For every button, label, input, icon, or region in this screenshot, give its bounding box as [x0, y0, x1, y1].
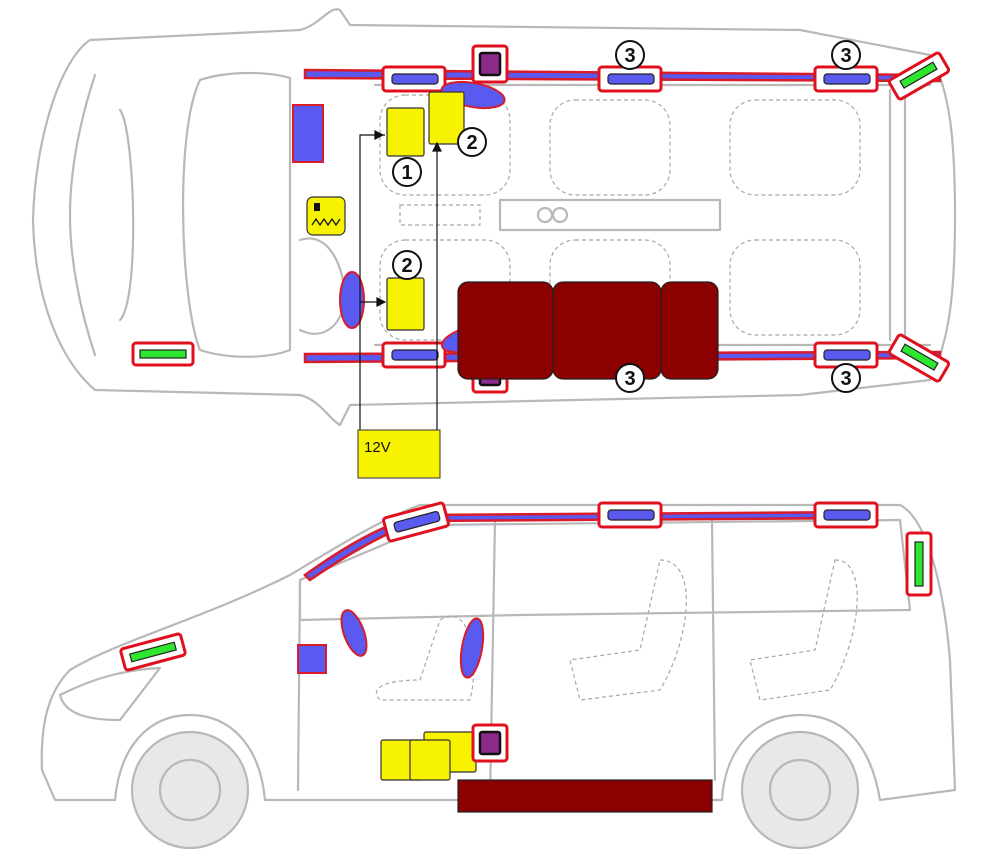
- svg-text:3: 3: [840, 45, 851, 67]
- rear-bench-seat-side: [457, 779, 713, 813]
- driver-airbag: [292, 104, 324, 163]
- callout-3d: 3: [831, 363, 861, 393]
- svg-text:3: 3: [624, 45, 635, 67]
- tensioner-unit: [306, 196, 346, 236]
- control-units-top: [306, 91, 465, 331]
- callout-2b: 2: [392, 250, 422, 280]
- driver-airbag-side: [297, 644, 327, 674]
- sensor-module-side: [478, 730, 502, 756]
- side-airbag-front-door: [340, 609, 368, 657]
- svg-text:3: 3: [840, 368, 851, 390]
- svg-text:3: 3: [624, 368, 635, 390]
- callout-3b: 3: [831, 40, 861, 70]
- crash-sensors-side: [119, 531, 933, 672]
- svg-text:2: 2: [466, 132, 477, 154]
- battery-12v: [357, 429, 441, 479]
- battery-label: 12V: [364, 439, 391, 456]
- svg-text:1: 1: [401, 162, 412, 184]
- callout-2a: 2: [457, 127, 487, 157]
- callout-1: 1: [392, 157, 422, 187]
- side-airbag-seat: [459, 617, 485, 679]
- sensor-module-top-left: [478, 51, 502, 77]
- crash-sensors-top: [131, 51, 951, 383]
- callout-3a: 3: [615, 40, 645, 70]
- gas-generator-tubes-side: [382, 501, 879, 543]
- svg-text:2: 2: [401, 255, 412, 277]
- knee-airbag: [339, 271, 365, 329]
- van-side-view: [40, 503, 957, 850]
- wiring-lines: [359, 130, 442, 430]
- callout-3c: 3: [615, 363, 645, 393]
- control-units-side: [380, 731, 477, 781]
- rear-bench-seat-top: [457, 281, 719, 380]
